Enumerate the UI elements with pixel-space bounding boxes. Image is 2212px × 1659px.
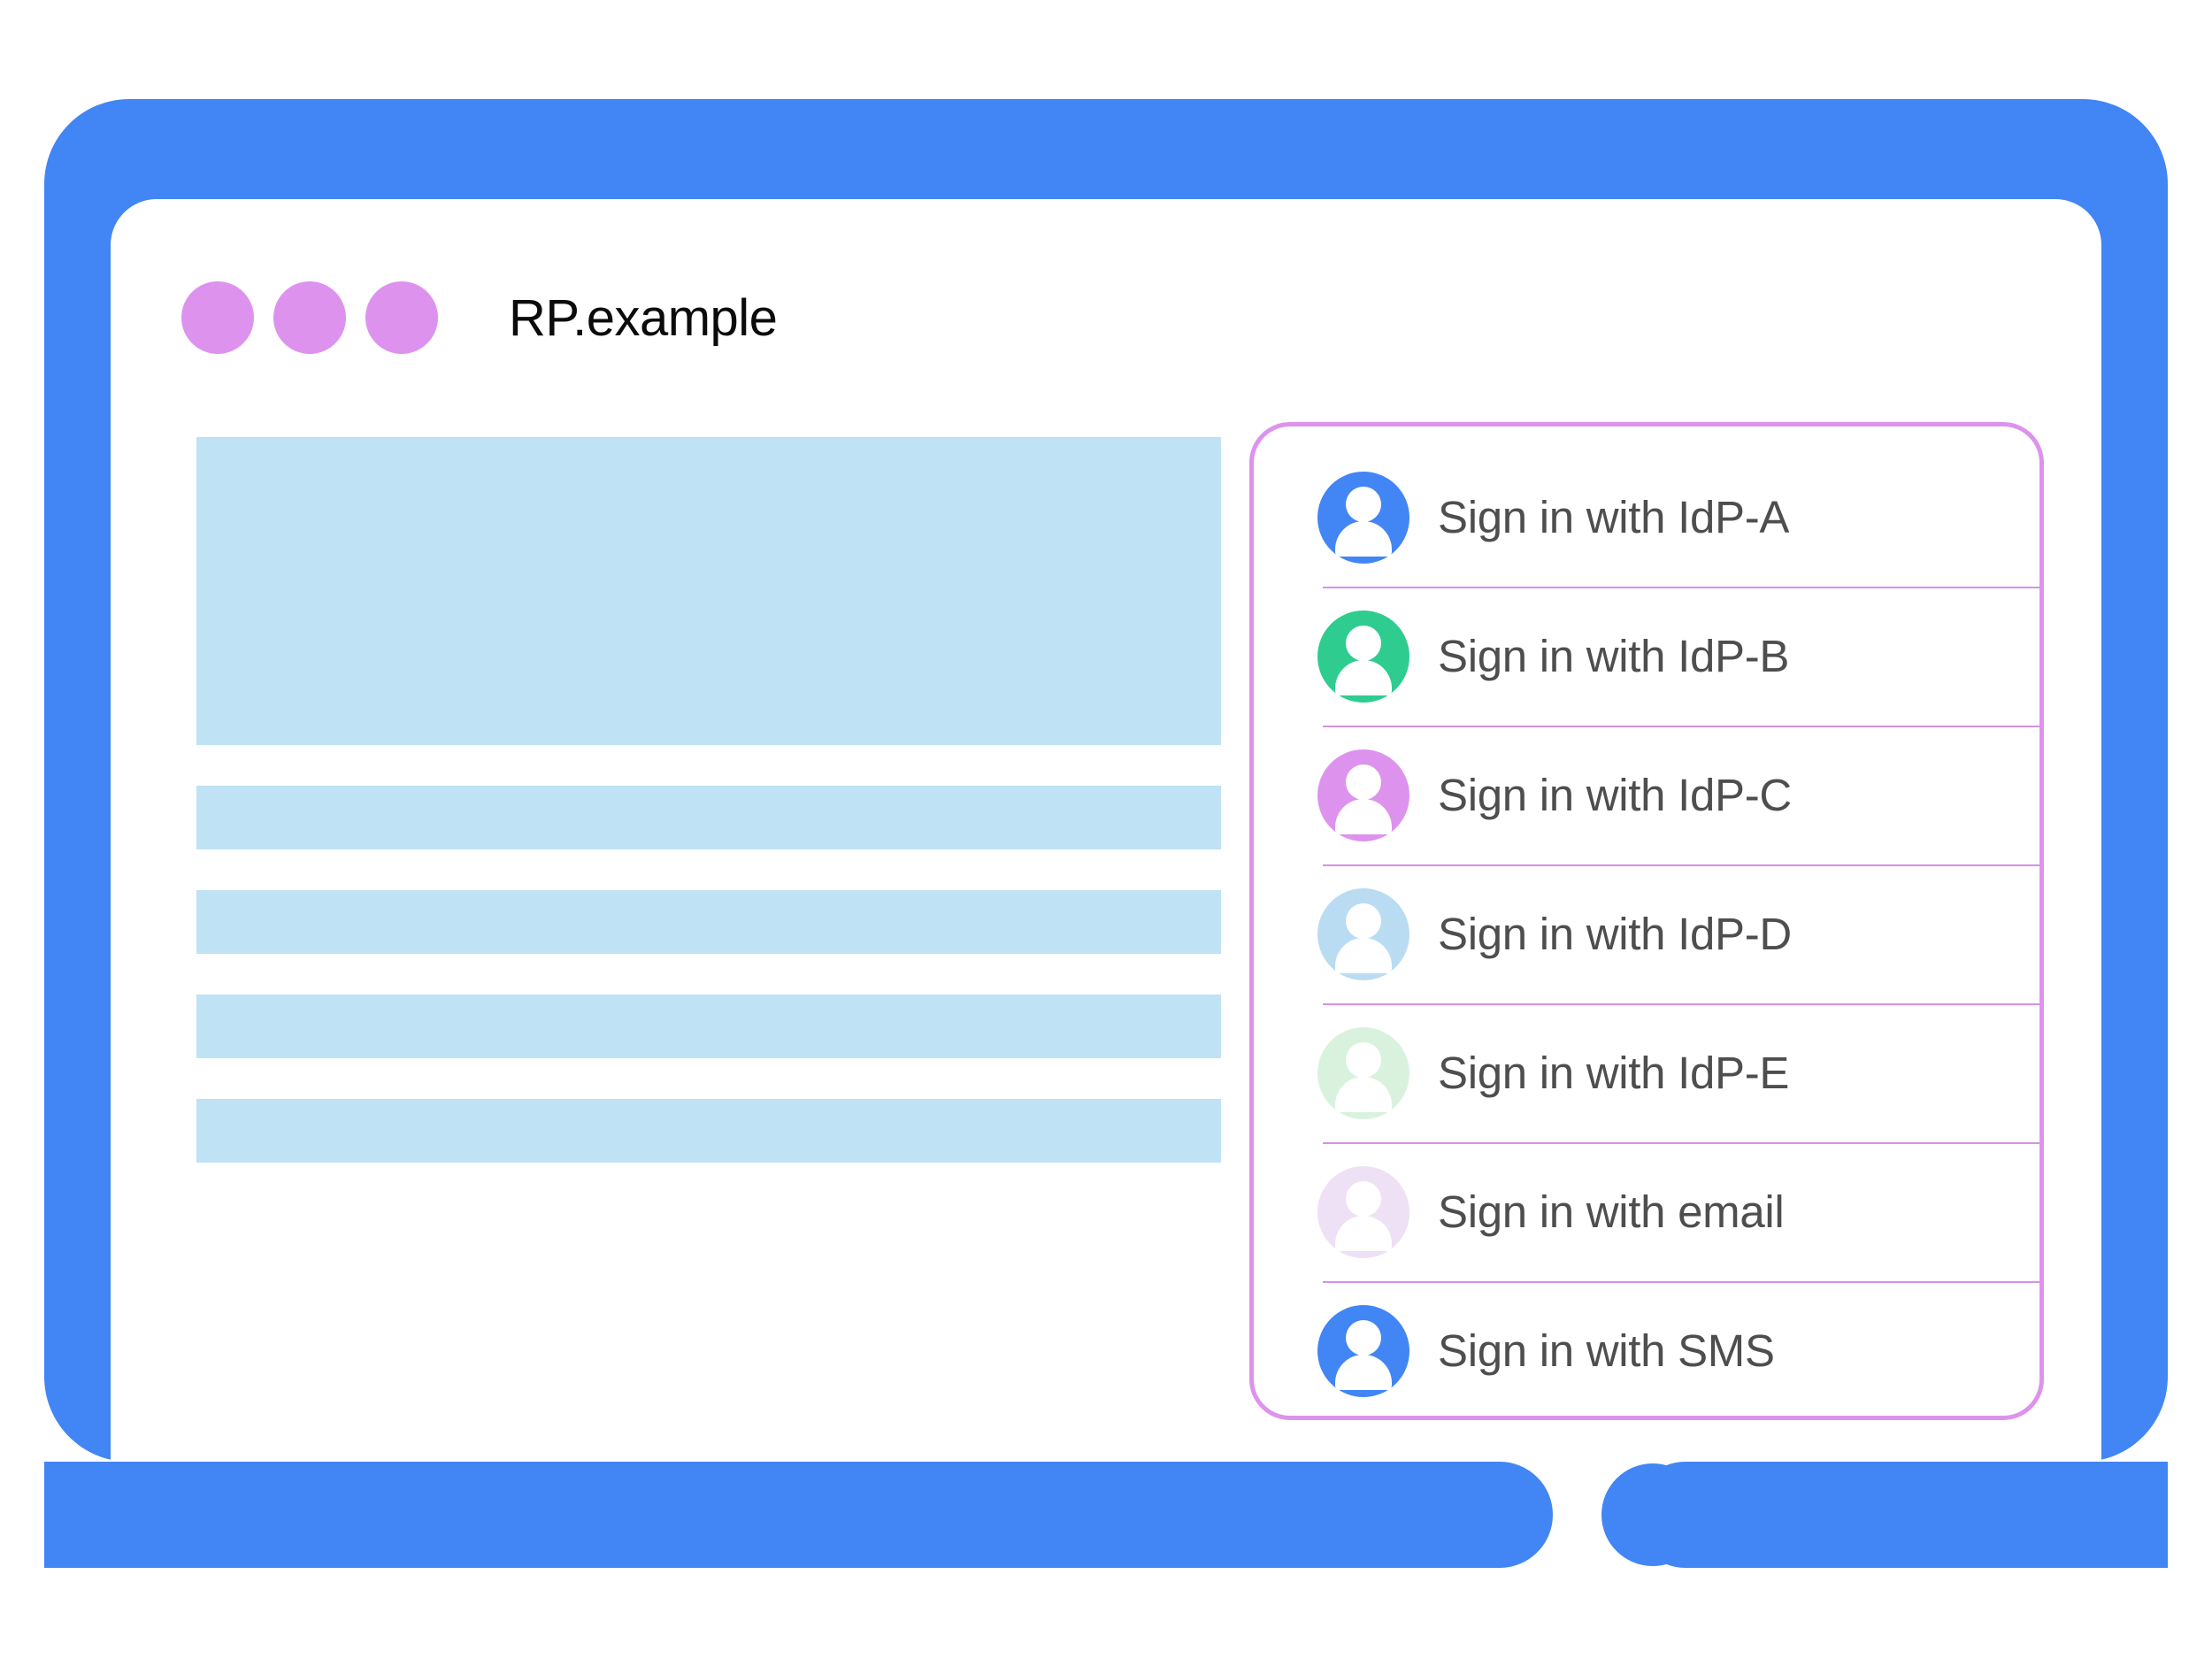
avatar-head	[1346, 1319, 1381, 1356]
avatar-body	[1335, 1354, 1392, 1390]
signin-option-label: Sign in with IdP-C	[1438, 770, 1792, 820]
avatar-head	[1346, 1041, 1381, 1078]
device-chin	[44, 1462, 2168, 1568]
title-bar: RP.example	[181, 268, 778, 367]
signin-option-5[interactable]: Sign in with IdP-E	[1254, 1003, 2039, 1142]
content-block-1	[196, 786, 1221, 849]
window-dot-2-icon[interactable]	[273, 281, 346, 354]
content-block-2	[196, 890, 1221, 954]
content-block-hero	[196, 437, 1221, 745]
person-avatar-icon	[1317, 610, 1409, 703]
content-block-3	[196, 995, 1221, 1058]
avatar-head	[1346, 486, 1381, 522]
signin-option-label: Sign in with SMS	[1438, 1325, 1775, 1376]
person-avatar-icon	[1317, 749, 1409, 841]
signin-option-4[interactable]: Sign in with IdP-D	[1254, 864, 2039, 1003]
content-block-4	[196, 1099, 1221, 1163]
signin-option-3[interactable]: Sign in with IdP-C	[1254, 726, 2039, 864]
person-avatar-icon	[1317, 1165, 1409, 1258]
avatar-body	[1335, 937, 1392, 973]
window-title: RP.example	[509, 288, 778, 347]
signin-option-label: Sign in with IdP-E	[1438, 1048, 1790, 1098]
person-avatar-icon	[1317, 471, 1409, 564]
avatar-body	[1335, 1215, 1392, 1251]
signin-option-6[interactable]: Sign in with email	[1254, 1142, 2039, 1281]
avatar-body	[1335, 798, 1392, 834]
signin-option-7[interactable]: Sign in with SMS	[1254, 1281, 2039, 1416]
avatar-head	[1346, 1180, 1381, 1217]
chin-bar-right	[1632, 1462, 2168, 1568]
chin-bar-left	[44, 1462, 1553, 1568]
person-avatar-icon	[1317, 887, 1409, 980]
person-avatar-icon	[1317, 1304, 1409, 1397]
signin-option-1[interactable]: Sign in with IdP-A	[1254, 448, 2039, 587]
content-placeholders	[196, 437, 1221, 1203]
window-dot-3-icon[interactable]	[365, 281, 438, 354]
avatar-body	[1335, 659, 1392, 695]
avatar-head	[1346, 625, 1381, 661]
avatar-body	[1335, 520, 1392, 557]
signin-option-label: Sign in with email	[1438, 1187, 1785, 1237]
avatar-head	[1346, 764, 1381, 800]
signin-options-list: Sign in with IdP-A Sign in with IdP-B Sign…	[1254, 448, 2039, 1416]
avatar-head	[1346, 902, 1381, 939]
avatar-body	[1335, 1076, 1392, 1112]
account-chooser-panel: Sign in with IdP-A Sign in with IdP-B Sign…	[1249, 422, 2044, 1420]
signin-option-label: Sign in with IdP-A	[1438, 492, 1790, 542]
signin-option-label: Sign in with IdP-D	[1438, 909, 1792, 959]
window-dot-1-icon[interactable]	[181, 281, 254, 354]
signin-option-2[interactable]: Sign in with IdP-B	[1254, 587, 2039, 726]
signin-option-label: Sign in with IdP-B	[1438, 631, 1790, 681]
person-avatar-icon	[1317, 1026, 1409, 1119]
